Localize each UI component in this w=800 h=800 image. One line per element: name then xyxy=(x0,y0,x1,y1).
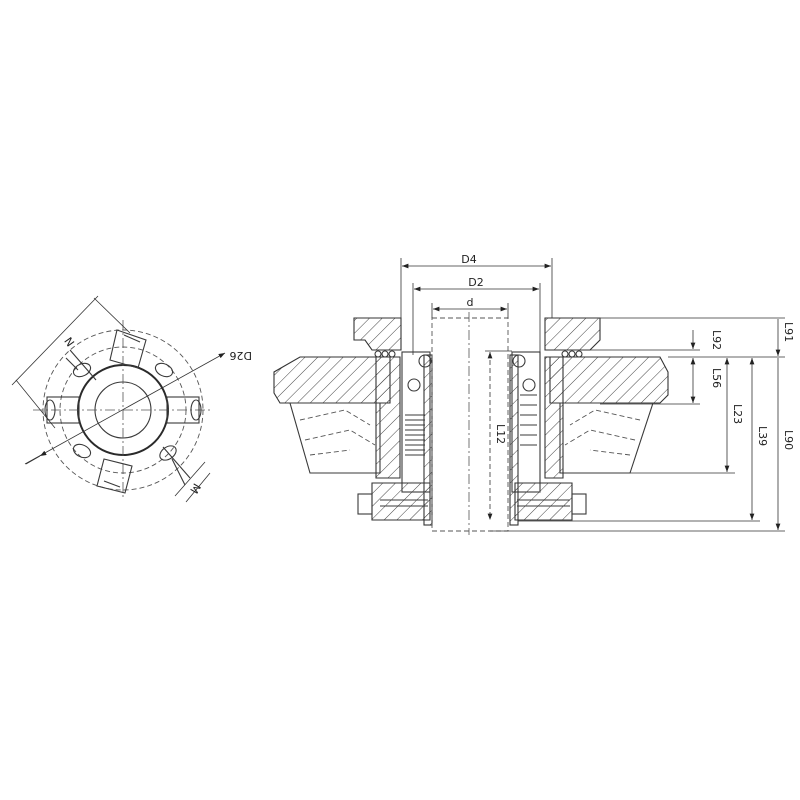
collar-right xyxy=(514,482,573,521)
slot-right xyxy=(190,399,202,421)
sleeve-right-outer xyxy=(544,356,564,479)
section-view: D4 D2 d L92 L91 L56 L12 L23 L39 L90 xyxy=(273,253,795,535)
label-d2: D2 xyxy=(468,276,483,289)
spring-left xyxy=(405,414,425,456)
cone-right xyxy=(559,402,654,474)
cone-left xyxy=(289,402,381,474)
label-d4: D4 xyxy=(461,253,476,266)
gland-left xyxy=(353,317,402,351)
label-l23: L23 xyxy=(731,404,744,424)
label-l56: L56 xyxy=(710,368,723,388)
label-m: M xyxy=(187,481,203,496)
label-l12: L12 xyxy=(494,424,507,444)
label-d: d xyxy=(467,296,474,309)
label-l92: L92 xyxy=(710,330,723,350)
gland-right xyxy=(544,317,601,351)
label-d26: D26 xyxy=(230,349,252,362)
lug-top xyxy=(109,329,147,369)
label-l90: L90 xyxy=(782,430,795,450)
slot-left xyxy=(44,399,56,421)
spring-right xyxy=(520,394,537,446)
housing-right xyxy=(549,356,669,404)
lug-bottom xyxy=(96,458,133,494)
sleeve-left-outer xyxy=(375,356,401,479)
collar-left xyxy=(371,482,431,521)
housing-left xyxy=(273,356,391,404)
label-l91: L91 xyxy=(782,322,795,342)
label-l39: L39 xyxy=(756,426,769,446)
front-view: N D26 M xyxy=(11,295,252,503)
